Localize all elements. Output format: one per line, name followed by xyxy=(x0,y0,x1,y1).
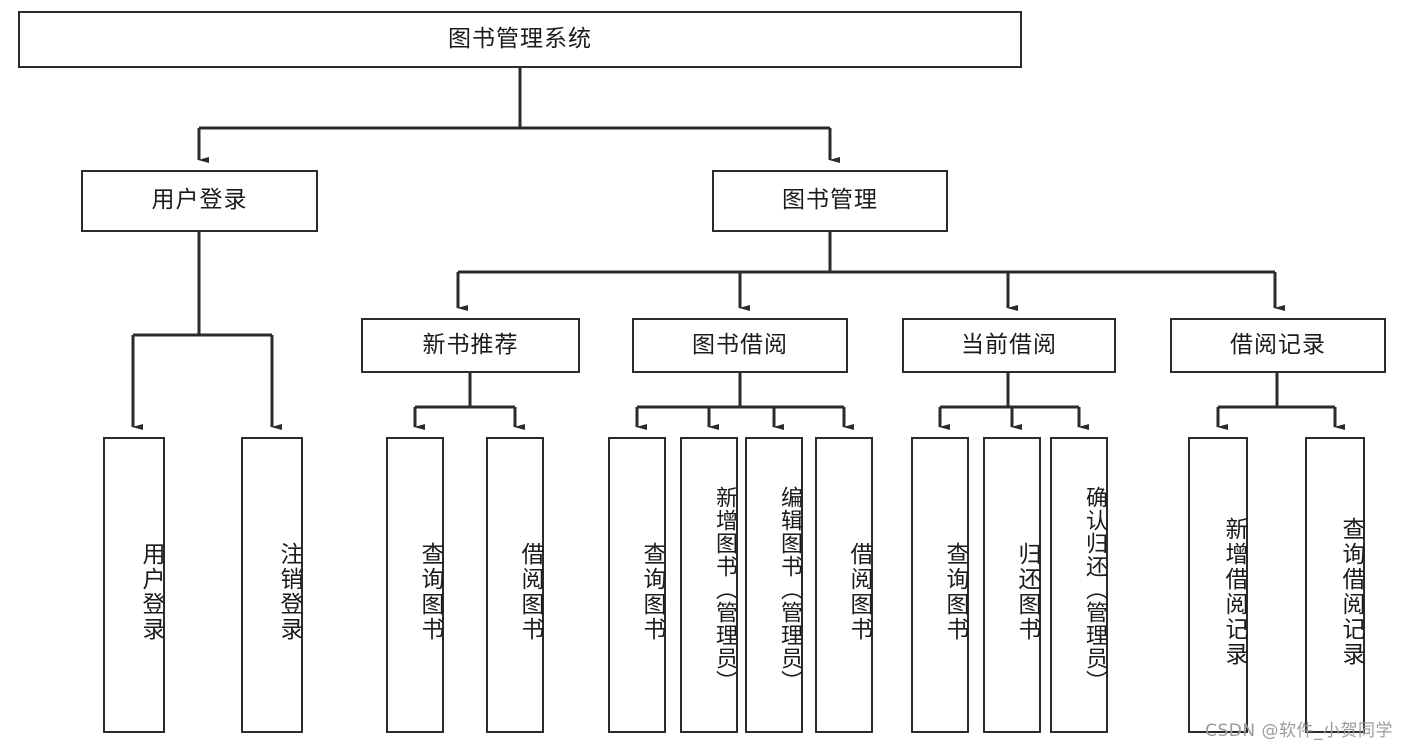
leaf-query-borrow-record[interactable]: 查询借阅记录 xyxy=(1305,437,1365,733)
leaf-borrow-book[interactable]: 借阅图书 xyxy=(815,437,873,733)
leaf-query-book-newbook[interactable]: 查询图书 xyxy=(386,437,444,733)
node-root[interactable]: 图书管理系统 xyxy=(18,11,1022,68)
watermark-text: CSDN @软件_小贺同学 xyxy=(1205,721,1393,741)
leaf-user-login[interactable]: 用户登录 xyxy=(103,437,165,733)
node-book-management[interactable]: 图书管理 xyxy=(712,170,948,232)
node-user-login[interactable]: 用户登录 xyxy=(81,170,318,232)
leaf-edit-book-admin[interactable]: 编辑图书（管理员） xyxy=(745,437,803,733)
node-new-book-recommend[interactable]: 新书推荐 xyxy=(361,318,580,373)
leaf-query-book-borrow[interactable]: 查询图书 xyxy=(608,437,666,733)
node-book-borrow[interactable]: 图书借阅 xyxy=(632,318,848,373)
leaf-add-borrow-record[interactable]: 新增借阅记录 xyxy=(1188,437,1248,733)
node-current-borrow[interactable]: 当前借阅 xyxy=(902,318,1116,373)
leaf-logout[interactable]: 注销登录 xyxy=(241,437,303,733)
leaf-return-book[interactable]: 归还图书 xyxy=(983,437,1041,733)
leaf-query-book-current[interactable]: 查询图书 xyxy=(911,437,969,733)
leaf-add-book-admin[interactable]: 新增图书（管理员） xyxy=(680,437,738,733)
leaf-confirm-return-admin[interactable]: 确认归还（管理员） xyxy=(1050,437,1108,733)
node-borrow-record[interactable]: 借阅记录 xyxy=(1170,318,1386,373)
leaf-borrow-book-newbook[interactable]: 借阅图书 xyxy=(486,437,544,733)
